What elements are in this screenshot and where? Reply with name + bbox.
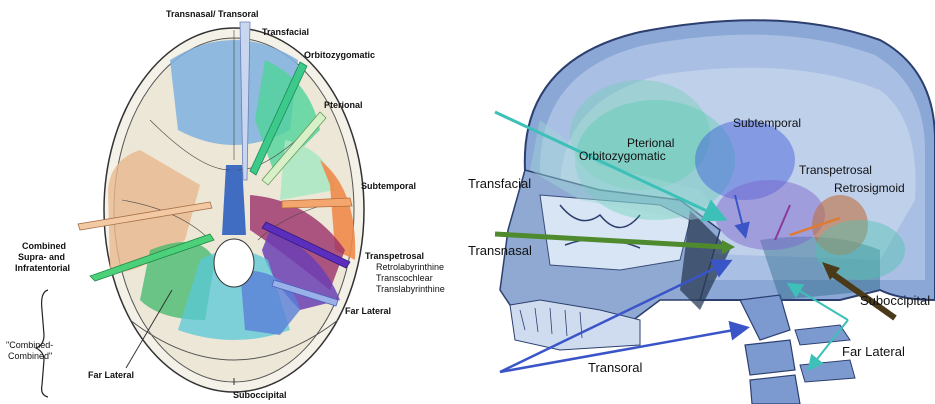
label-transpetrosal-left: Transpetrosal — [365, 251, 424, 261]
label-translabyrinthine: Translabyrinthine — [376, 284, 445, 294]
label-combined-2: Supra- and — [18, 252, 65, 262]
label-transfacial-left: Transfacial — [262, 27, 309, 37]
label-transcochlear: Transcochlear — [376, 273, 433, 283]
label-subtemporal-left: Subtemporal — [361, 181, 416, 191]
label-transnasal: Transnasal — [468, 243, 532, 258]
label-retrolabyrinthine: Retrolabyrinthine — [376, 262, 444, 272]
label-pterional-left: Pterional — [324, 100, 363, 110]
label-transnasal-transoral: Transnasal/ Transoral — [166, 9, 259, 19]
label-suboccipital-right: Suboccipital — [860, 293, 930, 308]
label-far-lateral-right: Far Lateral — [345, 306, 391, 316]
skull-base-diagram — [104, 28, 364, 392]
label-transpetrosal-right: Transpetrosal — [799, 163, 872, 177]
label-orbitozygomatic-left: Orbitozygomatic — [304, 50, 375, 60]
label-far-lateral-left: Far Lateral — [88, 370, 134, 380]
label-suboccipital-left: Suboccipital — [233, 390, 287, 400]
label-transoral: Transoral — [588, 360, 643, 375]
label-orbitozygomatic-right: Orbitozygomatic — [579, 149, 666, 163]
label-retrosigmoid: Retrosigmoid — [834, 181, 905, 195]
transpetrosal-region — [715, 180, 825, 250]
label-combined-3: Infratentorial — [15, 263, 70, 273]
label-far-lateral-right-figure: Far Lateral — [842, 344, 905, 359]
label-transfacial-right: Transfacial — [468, 176, 531, 191]
label-subtemporal-right: Subtemporal — [733, 116, 801, 130]
label-combined-combined-2: Combined" — [8, 351, 52, 361]
label-combined-combined-1: "Combined- — [6, 340, 53, 350]
label-pterional-right: Pterional — [627, 136, 674, 150]
label-combined-1: Combined — [22, 241, 66, 251]
